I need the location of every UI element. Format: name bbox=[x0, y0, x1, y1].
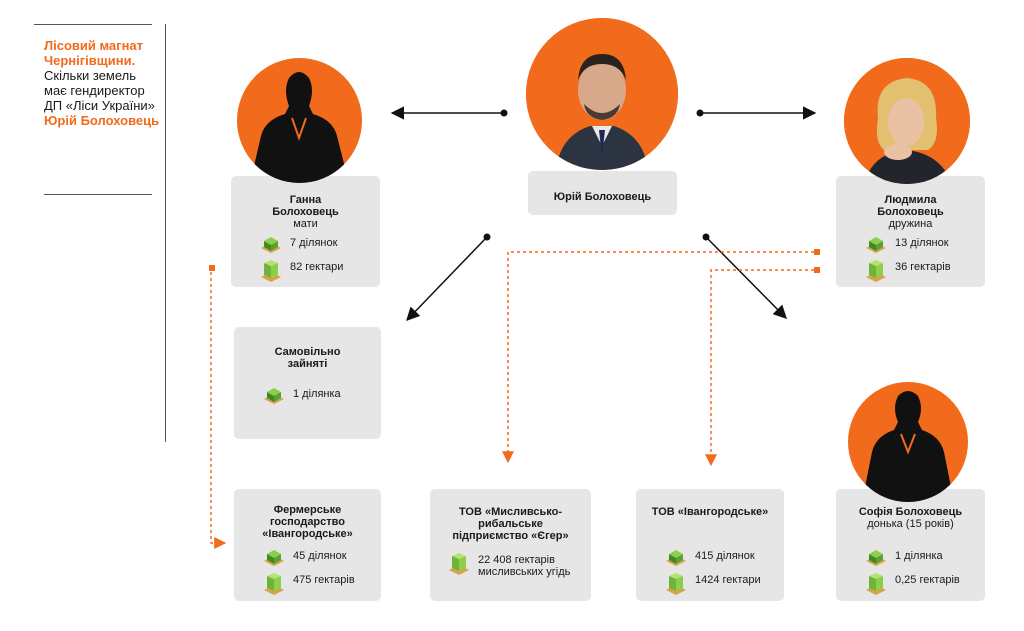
sidebar-text: Лісовий магнат Чернігівщини. Скільки зем… bbox=[44, 38, 162, 128]
dashed-square bbox=[814, 249, 820, 255]
mother-card: Ганна Болоховець мати 7 ділянок 82 гекта… bbox=[231, 176, 380, 287]
land-area-icon bbox=[666, 573, 686, 595]
portrait-man bbox=[526, 18, 678, 170]
mother-area: 82 гектари bbox=[290, 261, 344, 273]
tov-plots: 415 ділянок bbox=[695, 550, 755, 562]
tov-area-row: 1424 гектари bbox=[665, 571, 761, 597]
wife-role: дружина bbox=[888, 218, 933, 230]
dashed-wife-to-hunting bbox=[502, 251, 814, 464]
land-plot-icon bbox=[264, 550, 284, 566]
self-employed-plots-row: 1 ділянка bbox=[263, 385, 341, 407]
sidebar-body: Скільки земель має гендиректор ДП «Ліси … bbox=[44, 68, 155, 113]
portrait-woman bbox=[844, 58, 970, 184]
arrow-to-daughter bbox=[705, 236, 787, 319]
mother-area-row: 82 гектари bbox=[260, 258, 343, 284]
arrow-dot bbox=[696, 109, 704, 117]
daughter-area-row: 0,25 гектарів bbox=[865, 571, 960, 597]
mother-plots: 7 ділянок bbox=[290, 237, 338, 249]
daughter-plots: 1 ділянка bbox=[895, 550, 943, 562]
land-plot-icon bbox=[866, 550, 886, 566]
arrow-dot bbox=[500, 109, 508, 117]
daughter-area: 0,25 гектарів bbox=[895, 574, 960, 586]
dashed-square bbox=[209, 265, 215, 271]
mother-avatar bbox=[237, 58, 362, 183]
tov-name: ТОВ «Івангородське» bbox=[651, 506, 769, 518]
land-area-icon bbox=[449, 553, 469, 575]
self-employed-plots: 1 ділянка bbox=[293, 388, 341, 400]
dashed-mother-to-farm bbox=[210, 267, 227, 549]
tov-area: 1424 гектари bbox=[695, 574, 761, 586]
sidebar-divider-top bbox=[34, 24, 152, 25]
land-plot-icon bbox=[666, 550, 686, 566]
wife-avatar bbox=[844, 58, 970, 184]
dashed-square bbox=[814, 267, 820, 273]
farm-area-row: 475 гектарів bbox=[263, 571, 355, 597]
hunting-area: 22 408 гектарів мисливських угідь bbox=[478, 554, 571, 578]
wife-area-row: 36 гектарів bbox=[865, 258, 951, 284]
mother-plots-row: 7 ділянок bbox=[260, 234, 337, 256]
land-plot-icon bbox=[866, 237, 886, 253]
daughter-avatar bbox=[848, 382, 968, 502]
arrow-dot bbox=[702, 233, 710, 241]
tov-plots-row: 415 ділянок bbox=[665, 547, 755, 569]
wife-plots: 13 ділянок bbox=[895, 237, 949, 249]
arrow-to-self-employed bbox=[406, 236, 488, 321]
sidebar-title: Лісовий магнат Чернігівщини. bbox=[44, 38, 144, 68]
mother-role: мати bbox=[293, 218, 318, 230]
arrow-dot bbox=[483, 233, 491, 241]
hunting-area-row: 22 408 гектарів мисливських угідь bbox=[448, 551, 578, 578]
silhouette-icon bbox=[862, 391, 954, 502]
farm-plots-row: 45 ділянок bbox=[263, 547, 347, 569]
land-area-icon bbox=[866, 573, 886, 595]
self-employed-card: Самовільно зайняті 1 ділянка bbox=[234, 327, 381, 439]
dashed-wife-to-tov bbox=[705, 269, 814, 467]
center-card: Юрій Болоховець bbox=[528, 171, 677, 215]
hunting-name: ТОВ «Мисливсько-рибальське підприємство … bbox=[452, 506, 569, 542]
wife-card: Людмила Болоховець дружина 13 ділянок 36… bbox=[836, 176, 985, 287]
land-plot-icon bbox=[261, 237, 281, 253]
land-area-icon bbox=[866, 260, 886, 282]
wife-area: 36 гектарів bbox=[895, 261, 951, 273]
self-employed-name: Самовільно зайняті bbox=[274, 346, 341, 370]
land-area-icon bbox=[264, 573, 284, 595]
farm-plots: 45 ділянок bbox=[293, 550, 347, 562]
farm-area: 475 гектарів bbox=[293, 574, 355, 586]
farm-card: Фермерське господарство «Івангородське» … bbox=[234, 489, 381, 601]
mother-name: Ганна Болоховець bbox=[272, 194, 339, 218]
sidebar-divider-vertical bbox=[165, 24, 166, 442]
land-plot-icon bbox=[264, 388, 284, 404]
center-name: Юрій Болоховець bbox=[553, 191, 652, 203]
wife-name: Людмила Болоховець bbox=[877, 194, 944, 218]
tov-card: ТОВ «Івангородське» 415 ділянок 1424 гек… bbox=[636, 489, 784, 601]
hunting-card: ТОВ «Мисливсько-рибальське підприємство … bbox=[430, 489, 591, 601]
daughter-plots-row: 1 ділянка bbox=[865, 547, 943, 569]
silhouette-icon bbox=[250, 72, 349, 183]
wife-plots-row: 13 ділянок bbox=[865, 234, 949, 256]
daughter-name: Софія Болоховець bbox=[858, 506, 963, 518]
center-avatar bbox=[526, 18, 678, 170]
sidebar-divider-bottom bbox=[44, 194, 152, 195]
daughter-role: донька (15 років) bbox=[867, 518, 954, 530]
daughter-card: Софія Болоховець донька (15 років) 1 діл… bbox=[836, 489, 985, 601]
land-area-icon bbox=[261, 260, 281, 282]
sidebar-name: Юрій Болоховець bbox=[44, 113, 160, 128]
farm-name: Фермерське господарство «Івангородське» bbox=[262, 504, 353, 540]
